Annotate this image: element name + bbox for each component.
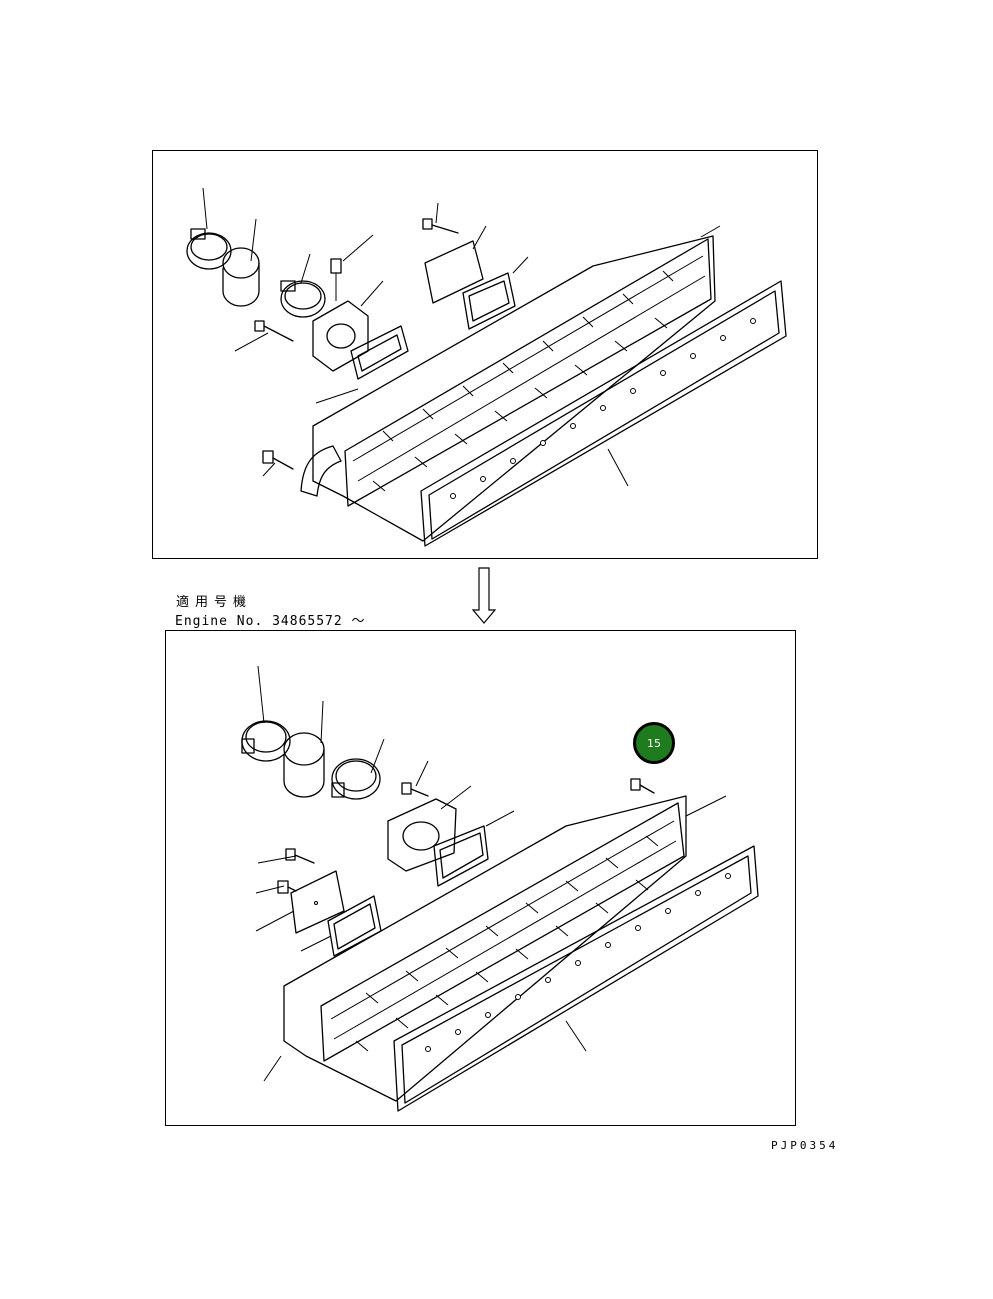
connector-gasket (433, 825, 489, 887)
cover-gasket (462, 272, 516, 330)
hose-clamp-2 (331, 758, 381, 800)
callout-number: 15 (647, 736, 661, 750)
aftercooler-diagram-before (186, 187, 787, 547)
leader-lines (255, 665, 727, 1082)
down-arrow-icon (471, 567, 497, 624)
bolt-2 (285, 848, 315, 864)
leader-lines (202, 187, 721, 487)
connector-gasket (350, 325, 409, 380)
bolt-1 (254, 320, 294, 342)
bolt-2 (422, 218, 459, 234)
core-gasket (393, 845, 759, 1112)
core-gasket (420, 280, 787, 547)
cover (290, 870, 345, 934)
plug (330, 258, 342, 301)
bolt-1 (401, 782, 429, 797)
aftercooler-core (283, 795, 687, 1102)
part-callout-15[interactable]: 15 (633, 722, 675, 764)
bolt-3 (277, 880, 297, 894)
aftercooler-core (312, 235, 716, 542)
aftercooler-diagram-after (241, 665, 759, 1112)
elbow-pipe (300, 445, 342, 497)
drawing-code: PJP0354 (771, 1139, 839, 1152)
diagram-panel-before (152, 150, 818, 559)
bolt-4 (630, 778, 655, 794)
hose-clamp-1 (186, 228, 232, 270)
cover (424, 240, 484, 304)
connector (387, 798, 457, 872)
hose (222, 247, 260, 307)
diagram-panel-after (165, 630, 796, 1126)
applicable-label: 適用号機 (176, 595, 253, 610)
bolt-3 (262, 450, 294, 470)
engine-number-label: Engine No. 34865572 ～ (175, 614, 366, 629)
hose (283, 732, 325, 798)
hose-clamp-2 (280, 280, 326, 318)
cover-gasket (327, 895, 382, 957)
hose-clamp-1 (241, 720, 291, 762)
